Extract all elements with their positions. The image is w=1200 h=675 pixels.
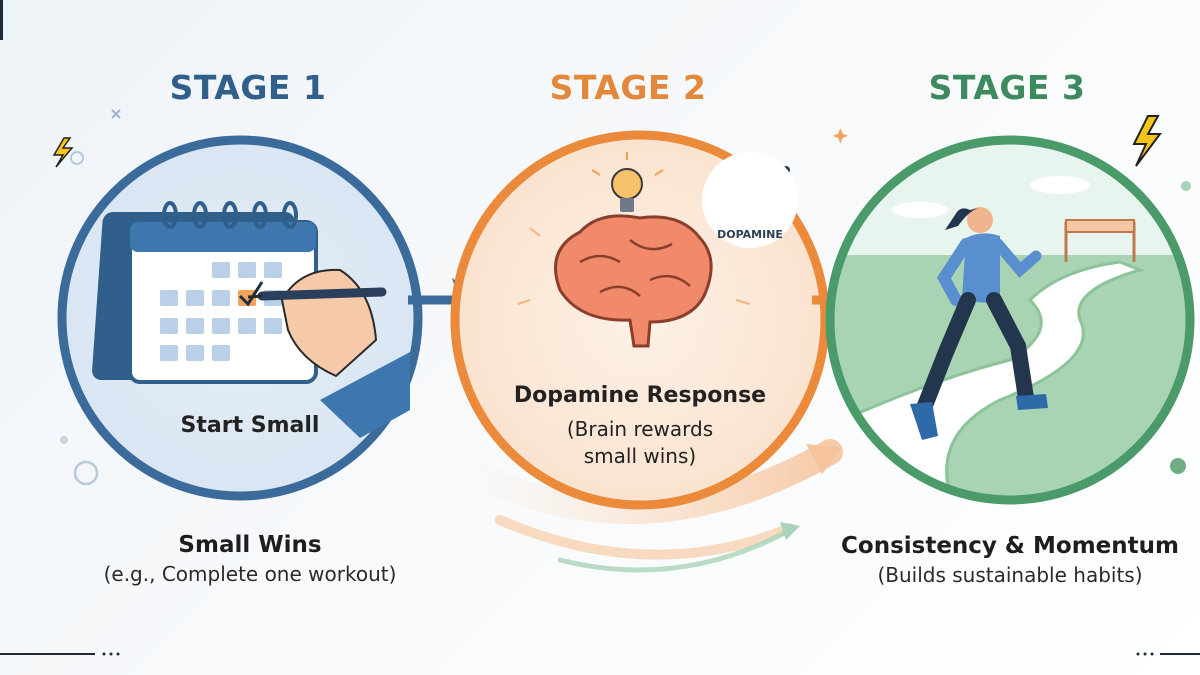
calendar-illustration xyxy=(92,201,318,384)
stage2-inner-sub-line1: (Brain rewards xyxy=(566,417,714,441)
lightning-bolt-icon xyxy=(52,137,84,168)
stage1-caption: Small Wins (e.g., Complete one workout) xyxy=(60,532,440,586)
momentum-sweep-arrows xyxy=(457,439,843,573)
lightning-bolt-icon xyxy=(1132,115,1162,167)
stage1-caption-main: Small Wins xyxy=(178,532,322,558)
stage1-caption-sub: (e.g., Complete one workout) xyxy=(103,562,397,586)
stage3-caption: Consistency & Momentum (Builds sustainab… xyxy=(824,533,1196,587)
finish-line-banner xyxy=(1064,219,1136,262)
stage1-inner-label: Start Small xyxy=(180,413,320,438)
lightbulb-icon xyxy=(591,152,664,212)
stage3-title: STAGE 3 xyxy=(928,68,1086,107)
hand-pen-illustration xyxy=(247,268,410,438)
corner-decoration-left xyxy=(0,0,120,656)
decorative-dots xyxy=(60,181,1191,486)
stage1-title: STAGE 1 xyxy=(169,68,327,107)
stage2-inner-title: Dopamine Response xyxy=(513,383,767,408)
stage2-inner-sub-line2: small wins) xyxy=(583,444,697,468)
stage2-title: STAGE 2 xyxy=(549,68,707,107)
stage3-caption-sub: (Builds sustainable habits) xyxy=(877,563,1143,587)
corner-decoration-right xyxy=(1136,652,1200,656)
dopamine-badge-label: DOPAMINE xyxy=(717,228,783,241)
runner-illustration xyxy=(910,207,1048,440)
dopamine-badge: DOPAMINE xyxy=(702,152,798,248)
stage3-caption-main: Consistency & Momentum xyxy=(841,533,1179,559)
sparkle-icon xyxy=(111,109,849,144)
